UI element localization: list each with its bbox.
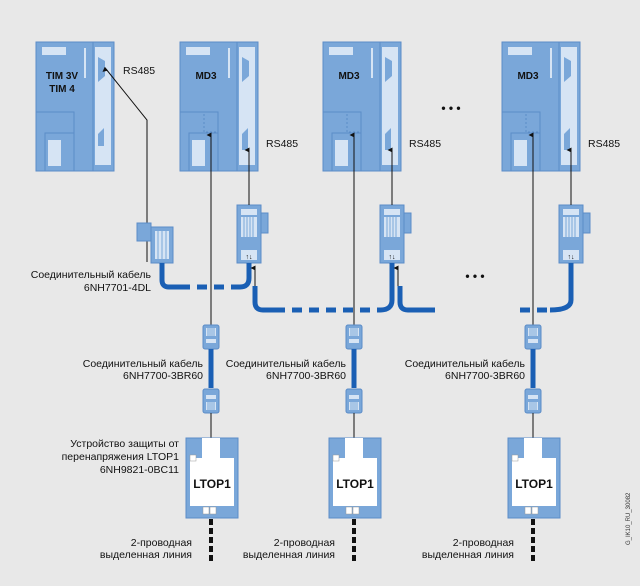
svg-text:↑↓: ↑↓	[246, 254, 253, 261]
module-label: MD3	[338, 71, 360, 82]
ellipsis: • • •	[441, 101, 460, 115]
line-label: выделенная линия	[422, 549, 514, 561]
line-label: 2-проводная	[274, 537, 335, 549]
bus-cable-label: Соединительный кабель	[31, 269, 152, 281]
bus-connector-md3-1: ↑↓	[236, 147, 269, 264]
modem-column-1	[185, 132, 239, 562]
modem-column-3	[508, 135, 560, 562]
rs485-wire	[102, 66, 148, 262]
module-label: TIM 4	[49, 84, 75, 95]
modem-cable-part: 6NH7700-3BR60	[266, 370, 346, 382]
rs485-port-icon	[98, 57, 105, 82]
ltop1-label: LTOP1	[515, 477, 553, 491]
ellipsis: • • •	[465, 269, 484, 283]
modem-cable-label: Соединительный кабель	[226, 358, 347, 370]
modem-cable-part: 6NH7700-3BR60	[123, 370, 203, 382]
port-label: RS485	[266, 138, 298, 150]
md3-module-1	[179, 41, 259, 172]
module-label: MD3	[517, 71, 539, 82]
modem-cable-label: Соединительный кабель	[405, 358, 526, 370]
module-label: MD3	[195, 71, 217, 82]
line-label: выделенная линия	[243, 549, 335, 561]
bus-cable	[159, 263, 574, 313]
md3-module-3	[501, 41, 581, 172]
line-label: 2-проводная	[453, 537, 514, 549]
protector-part: 6NH9821-0BC11	[100, 464, 179, 476]
protector-description: перенапряжения LTOP1	[62, 451, 180, 463]
modem-cable-label: Соединительный кабель	[83, 358, 204, 370]
port-label: RS485	[588, 138, 620, 150]
bus-cable-part: 6NH7701-4DL	[84, 282, 151, 294]
rs485-port-icon	[242, 128, 248, 150]
line-label: выделенная линия	[100, 549, 192, 561]
port-label: RS485	[409, 138, 441, 150]
ltop1-label: LTOP1	[336, 477, 374, 491]
modem-cable-part: 6NH7700-3BR60	[445, 370, 525, 382]
tim-module: TIM 3V TIM 4	[35, 41, 115, 172]
protector-description: Устройство защиты от	[70, 438, 179, 450]
port-label: RS485	[123, 65, 155, 77]
line-label: 2-проводная	[131, 537, 192, 549]
md3-module-2	[322, 41, 402, 172]
modem-column-2	[329, 135, 381, 562]
bus-connector-tim	[136, 222, 174, 264]
module-label: TIM 3V	[46, 71, 79, 82]
ltop1-label: LTOP1	[193, 477, 231, 491]
figure-code: G_IK10_RU_30082	[626, 492, 632, 545]
